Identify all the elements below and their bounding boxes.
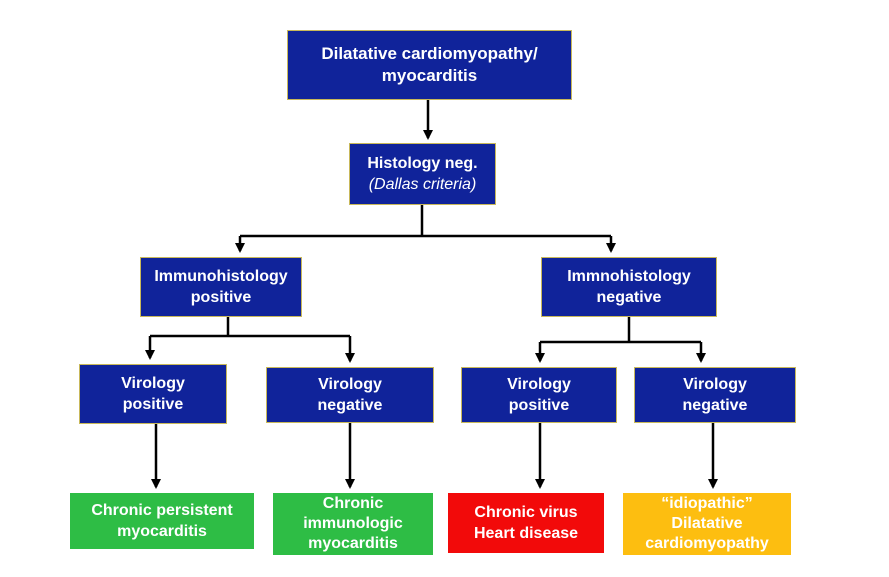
outcome-label: immunologic bbox=[303, 515, 403, 532]
outcome-label: “idiopathic” bbox=[661, 495, 753, 512]
node-label: myocarditis bbox=[381, 66, 478, 85]
node-label: negative bbox=[682, 397, 748, 414]
node-immunohistology-negative: Immnohistology negative bbox=[541, 257, 717, 317]
node-label: Virology bbox=[507, 376, 571, 393]
outcome-label: Dilatative bbox=[671, 515, 743, 532]
outcome-label: Chronic bbox=[322, 495, 384, 512]
outcome-idiopathic-dilatative-cardiomyopathy: “idiopathic” Dilatative cardiomyopathy bbox=[623, 493, 791, 555]
node-label: Virology bbox=[318, 376, 382, 393]
node-label: Virology bbox=[683, 376, 747, 393]
node-label: negative bbox=[317, 397, 383, 414]
node-immunohistology-positive: Immunohistology positive bbox=[140, 257, 302, 317]
node-label: positive bbox=[190, 289, 252, 306]
node-label: negative bbox=[596, 289, 662, 306]
outcome-label: Heart disease bbox=[473, 525, 579, 542]
outcome-chronic-virus-heart-disease: Chronic virus Heart disease bbox=[448, 493, 604, 553]
node-histology-negative: Histology neg. (Dallas criteria) bbox=[349, 143, 496, 205]
outcome-chronic-persistent-myocarditis: Chronic persistent myocarditis bbox=[70, 493, 254, 549]
node-label: Dilatative cardiomyopathy/ bbox=[321, 44, 538, 63]
node-label: positive bbox=[122, 396, 184, 413]
node-label: Virology bbox=[121, 375, 185, 392]
node-virology-positive-2: Virology positive bbox=[461, 367, 617, 423]
node-virology-positive-1: Virology positive bbox=[79, 364, 227, 424]
outcome-label: myocarditis bbox=[308, 535, 398, 552]
outcome-label: cardiomyopathy bbox=[645, 535, 769, 552]
node-label: Immunohistology bbox=[154, 268, 288, 285]
outcome-chronic-immunologic-myocarditis: Chronic immunologic myocarditis bbox=[273, 493, 433, 555]
node-dilatative-cardiomyopathy: Dilatative cardiomyopathy/ myocarditis bbox=[287, 30, 572, 100]
outcome-label: myocarditis bbox=[117, 523, 207, 540]
node-sublabel: (Dallas criteria) bbox=[368, 176, 477, 193]
node-label: Histology neg. bbox=[367, 155, 478, 172]
node-label: positive bbox=[508, 397, 570, 414]
outcome-label: Chronic virus bbox=[474, 504, 578, 521]
node-label: Immnohistology bbox=[567, 268, 691, 285]
node-virology-negative-2: Virology negative bbox=[634, 367, 796, 423]
node-virology-negative-1: Virology negative bbox=[266, 367, 434, 423]
outcome-label: Chronic persistent bbox=[91, 502, 233, 519]
